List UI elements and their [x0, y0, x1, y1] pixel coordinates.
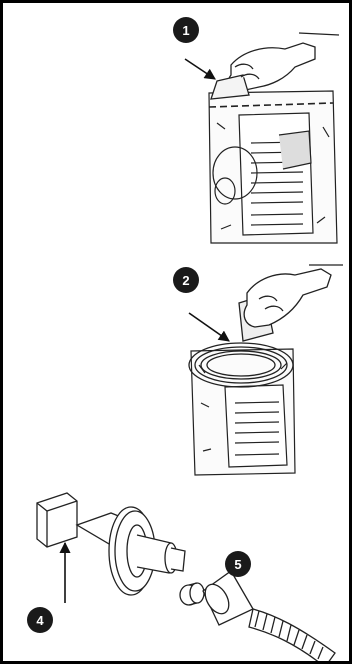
- arrow-icon-2: [189, 313, 229, 341]
- filter-icon: [77, 507, 185, 595]
- hand-icon-2: [239, 265, 343, 341]
- bag-1: [209, 91, 337, 243]
- hose-icon: [200, 571, 335, 664]
- filter-cap-icon: [37, 493, 77, 547]
- step-badge-4: 4: [27, 607, 53, 633]
- illustration: [3, 3, 352, 664]
- ring-icon: [180, 583, 204, 605]
- step-badge-1: 1: [173, 17, 199, 43]
- bag-2: [191, 349, 295, 475]
- arrow-icon: [185, 59, 215, 79]
- step-badge-2: 2: [173, 267, 199, 293]
- step-badge-5: 5: [225, 551, 251, 577]
- hand-icon: [211, 33, 339, 99]
